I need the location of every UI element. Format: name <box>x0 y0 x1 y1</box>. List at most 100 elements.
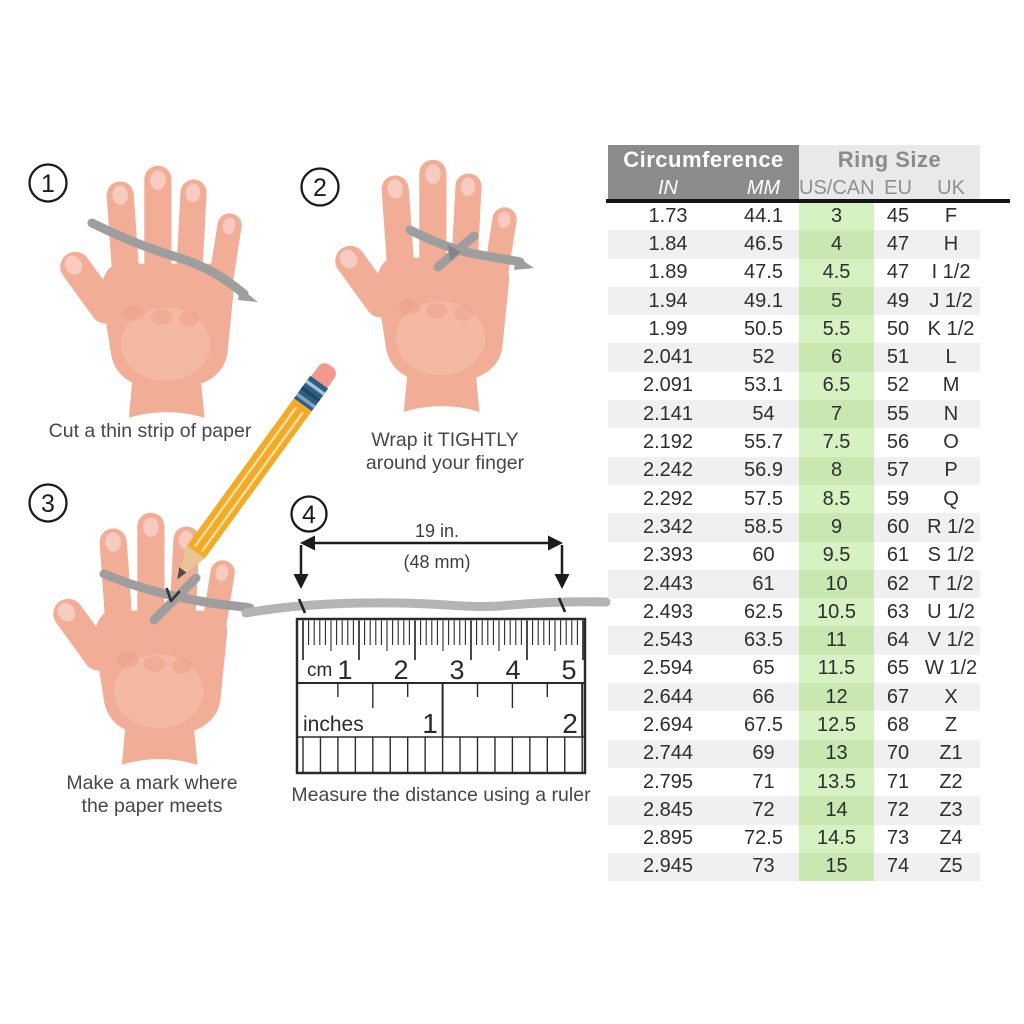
size-chart-cell: U 1/2 <box>927 600 975 623</box>
size-chart-cell: 2.342 <box>608 513 728 542</box>
size-chart-cell: 2.895 <box>642 827 694 850</box>
ring-size-group-header: Ring Size <box>799 145 981 175</box>
size-chart-cell: 71 <box>752 770 775 793</box>
size-chart-cell: X <box>922 683 981 712</box>
size-chart-cell: 2.493 <box>642 600 694 623</box>
size-chart-cell: 65 <box>886 657 910 680</box>
size-chart-cell: 2.393 <box>642 544 694 567</box>
size-chart-cell: 8 <box>799 456 875 485</box>
size-chart-cell: 14 <box>799 796 875 825</box>
step-4-caption: Measure the distance using a ruler <box>291 784 591 806</box>
size-chart-cell: 73 <box>886 827 910 850</box>
size-chart-cell: 50.5 <box>744 317 783 340</box>
size-chart-cell: 57.5 <box>744 487 783 510</box>
step-4-section: 4 19 in. (48 mm) cm 1 2 3 4 5 <box>241 495 611 806</box>
size-chart-cell: 45 <box>886 204 910 227</box>
size-chart-cell: 2.292 <box>642 487 694 510</box>
size-chart-cell: L <box>922 343 981 372</box>
size-chart-cell: 13.5 <box>799 767 875 797</box>
size-chart-cell: 47 <box>874 230 923 259</box>
size-chart-cell: 65 <box>752 657 775 680</box>
size-chart-cell: 2.192 <box>642 431 694 454</box>
size-chart-cell: 2.041 <box>608 343 728 372</box>
step-1-number: 1 <box>41 170 55 198</box>
size-chart-cell: Z3 <box>922 796 981 825</box>
size-chart-cell: 2.141 <box>608 400 728 429</box>
size-chart-cell: 9 <box>799 513 875 542</box>
size-chart-cell: 71 <box>886 770 910 793</box>
step-3-number: 3 <box>41 490 55 518</box>
size-chart-cell: 58.5 <box>728 513 800 542</box>
step-4-number: 4 <box>302 501 316 529</box>
size-chart-cell: 72 <box>874 796 923 825</box>
size-chart-cell: 2.945 <box>608 852 728 882</box>
column-header-uscan: US/CAN <box>799 175 875 202</box>
ring-size-chart-header: Circumference Ring Size IN MM US/CAN EU … <box>608 145 981 202</box>
ruler-cm-number-1: 1 <box>337 655 352 685</box>
ring-sizing-instructions-illustration: 1 Cut a thin strip of paper 2 Wrap it TI… <box>28 159 611 817</box>
step-4-badge <box>290 495 328 533</box>
size-chart-cell: 2.242 <box>608 456 728 485</box>
size-chart-cell: 49.1 <box>728 286 800 316</box>
size-chart-cell: 50 <box>886 317 910 340</box>
size-chart-cell: 6.5 <box>799 371 875 401</box>
size-chart-cell: 6 <box>799 343 875 372</box>
ruler-inch-number-2: 2 <box>562 708 578 739</box>
size-chart-cell: 64 <box>874 626 923 655</box>
ruler-cm-label: cm <box>307 660 332 681</box>
size-chart-cell: 2.744 <box>608 739 728 768</box>
size-chart-cell: 2.845 <box>608 796 728 825</box>
size-chart-cell: 10 <box>799 569 875 599</box>
size-chart-cell: 56 <box>886 431 910 454</box>
size-chart-cell: Z5 <box>922 852 981 882</box>
size-chart-cell: 62.5 <box>744 600 783 623</box>
size-chart-cell: 44.1 <box>744 204 783 227</box>
size-chart-cell: 61 <box>728 569 800 599</box>
step-2-number: 2 <box>313 174 327 202</box>
size-chart-cell: Z2 <box>939 770 963 793</box>
size-chart-cell: 1.84 <box>608 230 728 259</box>
size-chart-cell: Z4 <box>939 827 963 850</box>
ruler-cm-number-3: 3 <box>449 655 464 685</box>
ruler-cm-number-4: 4 <box>505 655 520 685</box>
size-chart-cell: 1.99 <box>648 317 688 340</box>
step-3-section: 3 Make a mark where the paper meets <box>28 363 336 817</box>
size-chart-cell: 5.5 <box>799 315 875 344</box>
paper-strip-2 <box>405 225 534 272</box>
size-chart-cell: 69 <box>728 739 800 768</box>
size-chart-cell: 4.5 <box>799 258 875 287</box>
size-chart-cell: 2.443 <box>608 569 728 599</box>
ruler-cm-number-2: 2 <box>393 655 408 685</box>
measurement-inches-label: 19 in. <box>415 521 459 541</box>
ruler-inches-label: inches <box>303 713 364 736</box>
size-chart-cell: P <box>922 456 981 485</box>
size-chart-cell: 67.5 <box>744 713 783 736</box>
ruler-eighth-ticks <box>302 737 583 772</box>
ruler-inch-ticks <box>337 683 584 737</box>
size-chart-cell: 1.89 <box>648 261 688 284</box>
size-chart-cell: 3 <box>799 202 875 231</box>
size-chart-cell: 63 <box>886 600 910 623</box>
size-chart-cell: 73 <box>728 852 800 882</box>
size-chart-cell: V 1/2 <box>922 626 981 655</box>
size-chart-cell: 66 <box>728 683 800 712</box>
size-chart-cell: 47.5 <box>744 261 783 284</box>
step-1-section: 1 Cut a thin strip of paper <box>28 163 258 442</box>
step-2-section: 2 Wrap it TIGHTLY around your finger <box>300 159 534 474</box>
hand-illustration-2 <box>329 159 519 412</box>
size-chart-cell: 9.5 <box>799 541 875 570</box>
size-chart-cell: F <box>944 204 958 227</box>
